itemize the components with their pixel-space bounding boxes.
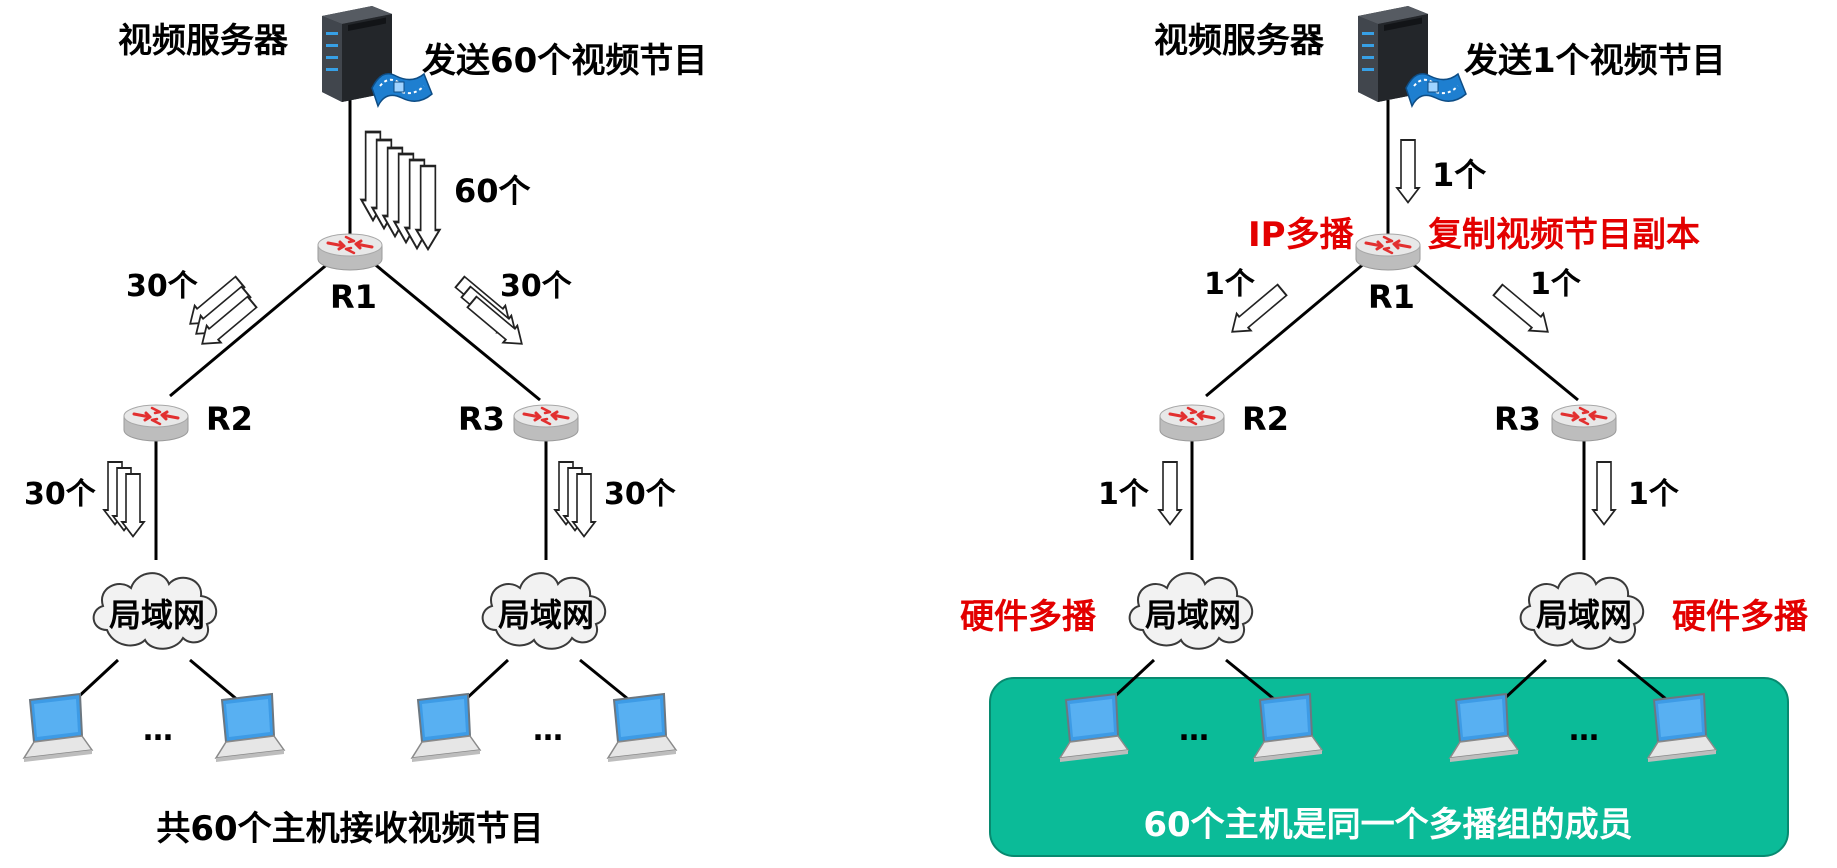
packet-arrow-icon [415,164,441,251]
link-r1-r3 [1409,260,1579,402]
packet-arrow-icon [572,473,596,538]
left-caption: 共60个主机接收视频节目 [156,809,543,849]
r2-lan-count-label: 1个 [1098,477,1150,512]
top-count-label: 60个 [454,172,531,210]
laptop-icon [411,693,481,763]
r3-lan-count-label: 1个 [1628,477,1680,512]
packet-stack-r2-lan [103,461,145,538]
router-icon [316,232,384,272]
router-icon [1158,403,1226,443]
packet-stack-top [360,130,441,251]
r1-r2-count-label: 1个 [1204,267,1256,302]
laptop-icon [607,693,677,763]
laptop-icon [23,693,93,763]
router-icon [512,403,580,443]
laptop-icon [215,693,285,763]
router-r2-label: R2 [206,400,253,438]
r1-r2-count-label: 30个 [126,269,199,304]
ellipsis-lan2: … [1569,713,1599,748]
link-r1-r2 [169,260,331,398]
send-label: 发送1个视频节目 [1464,41,1726,81]
router-r3-label: R3 [1494,400,1541,438]
r1-r3-count-label: 1个 [1530,267,1582,302]
lan1-label: 局域网 [1145,596,1241,634]
top-count-label: 1个 [1432,156,1486,194]
server-label: 视频服务器 [1154,21,1325,61]
router-r2-label: R2 [1242,400,1289,438]
packet-arrow-icon [1158,461,1182,526]
ellipsis-lan2: … [533,713,563,748]
r3-lan-count-label: 30个 [604,477,677,512]
r2-lan-count-label: 30个 [24,477,97,512]
ellipsis-lan1: … [143,713,173,748]
multicast-group-box [989,677,1789,857]
right-diagram: 视频服务器 发送1个视频节目 1个 IP多播 复制视频节目副本 R1 R2 R3… [960,6,1809,857]
lan2-label: 局域网 [498,596,594,634]
router-r1-label: R1 [330,278,377,316]
hardware-multicast-left-label: 硬件多播 [960,597,1097,637]
packet-arrow-icon [1396,139,1420,204]
link-r1-r3 [371,260,541,402]
router-icon [122,403,190,443]
router-r3-label: R3 [458,400,505,438]
r1-r3-count-label: 30个 [500,269,573,304]
packet-arrow-icon [121,473,145,538]
multicast-group-label: 60个主机是同一个多播组的成员 [1143,805,1632,845]
server-label: 视频服务器 [118,21,289,61]
film-strip-icon [1405,72,1467,107]
packet-stack-r3-lan [554,461,596,538]
lan2-label: 局域网 [1536,596,1632,634]
link-r1-r2 [1205,260,1367,398]
router-icon [1550,403,1618,443]
lan1-label: 局域网 [109,596,205,634]
send-label: 发送60个视频节目 [422,41,707,81]
packet-arrow-icon [1592,461,1616,526]
ellipsis-lan1: … [1179,713,1209,748]
copy-replica-label: 复制视频节目副本 [1428,215,1700,255]
ip-multicast-label: IP多播 [1248,215,1355,255]
hardware-multicast-right-label: 硬件多播 [1672,597,1809,637]
router-icon [1354,232,1422,272]
left-diagram: 视频服务器 发送60个视频节目 60个 R1 R2 R3 30个 30个 30个… [23,6,707,849]
router-r1-label: R1 [1368,278,1415,316]
